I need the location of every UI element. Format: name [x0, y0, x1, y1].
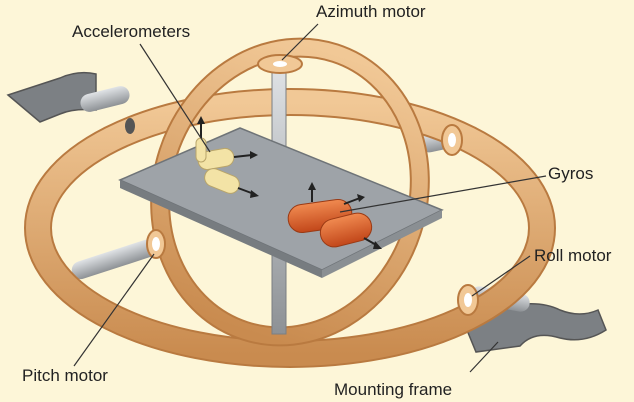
left-ring-hub [125, 118, 135, 134]
leader-gyros [339, 175, 547, 213]
label-accelerometers: Accelerometers [72, 22, 191, 41]
leader-mounting-frame [469, 341, 499, 373]
leader-azimuth-motor [281, 23, 319, 61]
label-azimuth-motor: Azimuth motor [316, 2, 426, 21]
shaft-left-bottom [71, 238, 159, 280]
label-gyros: Gyros [548, 164, 594, 183]
label-pitch-motor: Pitch motor [22, 366, 108, 385]
leader-accelerometers [139, 43, 211, 153]
shaft-left-top [80, 86, 130, 112]
leader-roll-motor [471, 255, 531, 297]
accelerometer-cluster [195, 116, 259, 198]
leader-pitch-motor [73, 253, 155, 367]
gyro-cluster [287, 182, 382, 249]
label-mounting-frame: Mounting frame [334, 380, 453, 399]
label-roll-motor: Roll motor [534, 246, 612, 265]
